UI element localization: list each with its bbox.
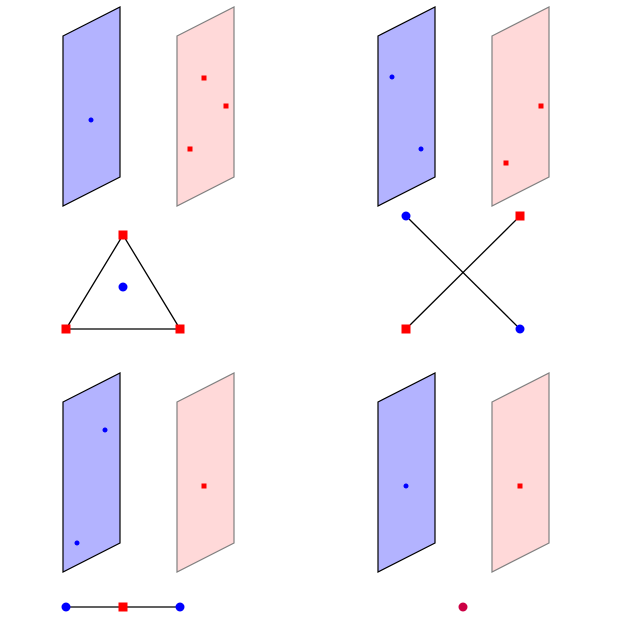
graph-red-vertex bbox=[118, 230, 128, 240]
red-plane bbox=[176, 372, 235, 573]
graph-blue-vertex bbox=[515, 324, 525, 334]
blue-point bbox=[88, 117, 94, 123]
red-point bbox=[503, 160, 509, 166]
red-point bbox=[517, 483, 523, 489]
graph-edge bbox=[65, 234, 124, 330]
graph-blue-vertex bbox=[118, 282, 128, 292]
blue-point bbox=[74, 540, 80, 546]
red-plane bbox=[491, 6, 550, 207]
blue-point bbox=[418, 146, 424, 152]
graph-edge bbox=[405, 215, 521, 330]
blue-plane bbox=[62, 372, 121, 573]
red-point bbox=[538, 103, 544, 109]
graph-red-vertex bbox=[515, 211, 525, 221]
blue-point bbox=[389, 74, 395, 80]
red-point bbox=[201, 483, 207, 489]
graph-blue-vertex bbox=[401, 211, 411, 221]
red-plane bbox=[176, 6, 235, 207]
graph-blue-vertex bbox=[61, 602, 71, 612]
red-point bbox=[201, 75, 207, 81]
graph-red-vertex bbox=[175, 324, 185, 334]
merged-point bbox=[458, 602, 468, 612]
blue-plane bbox=[377, 372, 436, 573]
blue-point bbox=[403, 483, 409, 489]
red-plane bbox=[491, 372, 550, 573]
red-point bbox=[223, 103, 229, 109]
graph-blue-vertex bbox=[175, 602, 185, 612]
graph-red-vertex bbox=[401, 324, 411, 334]
blue-point bbox=[102, 427, 108, 433]
blue-plane bbox=[377, 6, 436, 207]
blue-plane bbox=[62, 6, 121, 207]
graph-red-vertex bbox=[118, 602, 128, 612]
graph-red-vertex bbox=[61, 324, 71, 334]
graph-edge bbox=[122, 234, 181, 330]
red-point bbox=[187, 146, 193, 152]
